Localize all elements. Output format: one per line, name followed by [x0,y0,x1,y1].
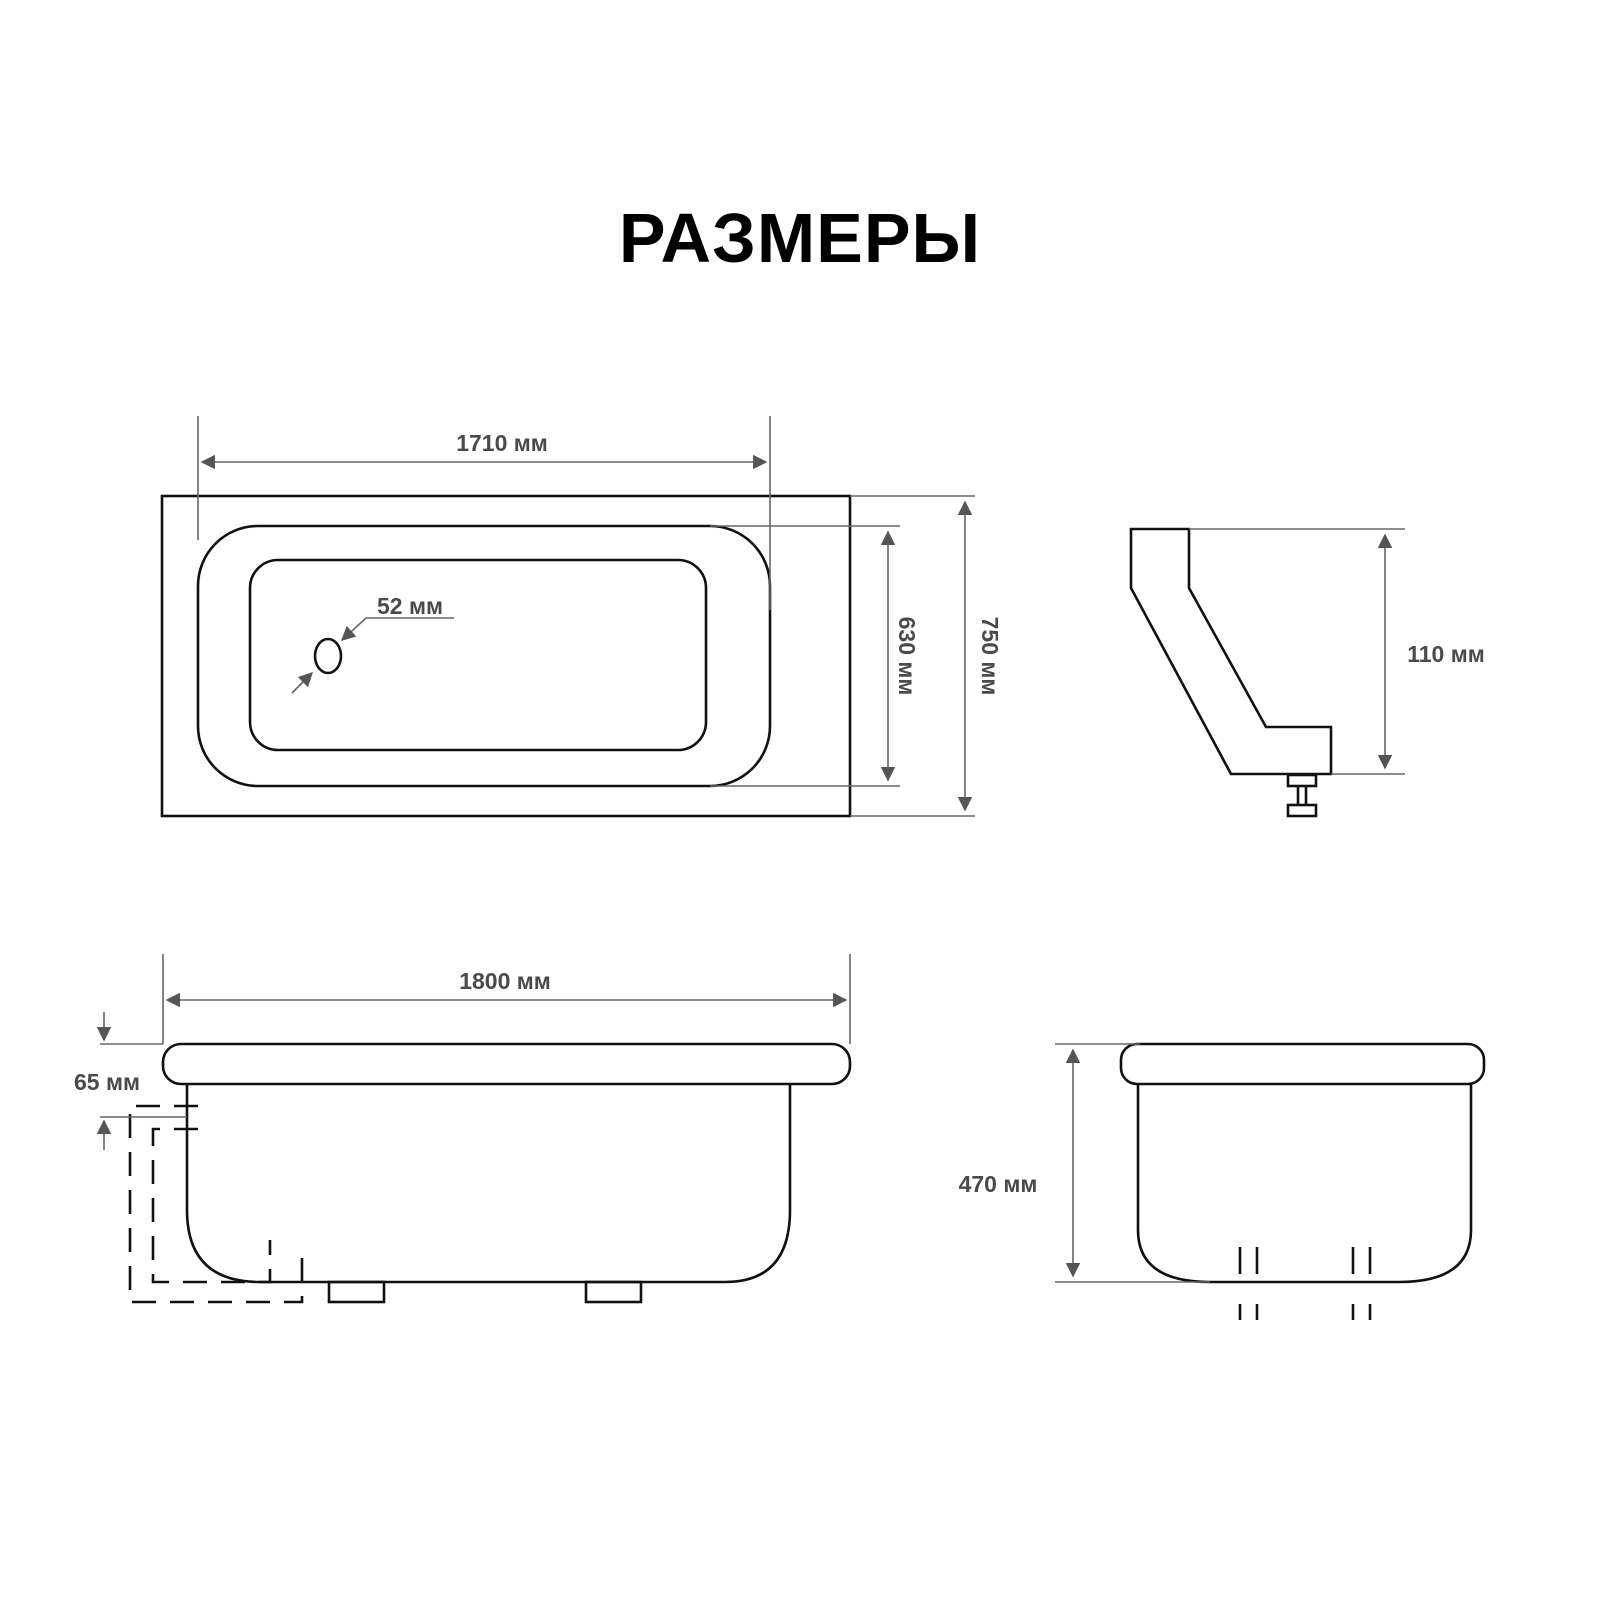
rim-offset-label: 65 мм [74,1069,140,1095]
leg-view: 110 мм [1129,527,1485,818]
total-length-label: 1800 мм [459,968,551,994]
side-view: 1800 мм 65 мм [74,954,852,1304]
inner-width-label: 630 мм [894,617,920,696]
drain-hole [313,637,343,675]
side-rim [161,1042,852,1086]
leg-height-label: 110 мм [1407,641,1485,667]
outer-width-label: 750 мм [977,617,1003,696]
leg-foot [1286,803,1318,818]
inner-length-label: 1710 мм [456,430,548,456]
end-legs [1238,1247,1372,1320]
side-foot-left [327,1280,386,1304]
height-label: 470 мм [959,1171,1038,1197]
side-foot-right [584,1280,643,1304]
top-view: 1710 мм 52 мм 630 мм 750 мм [160,416,1003,818]
end-body [1136,1084,1473,1284]
leg-bracket [1129,527,1333,776]
bottom-outline [248,558,708,752]
side-body [185,1084,792,1284]
end-view: 470 мм [959,1042,1486,1320]
drain-diameter-label: 52 мм [377,593,443,619]
end-rim [1119,1042,1486,1086]
drain-pipe-inner [151,1127,272,1284]
drain-pipe-outer [128,1104,304,1304]
outer-rim-outline [160,494,852,818]
bowl-outline [196,524,772,788]
page-title: РАЗМЕРЫ [618,199,982,277]
